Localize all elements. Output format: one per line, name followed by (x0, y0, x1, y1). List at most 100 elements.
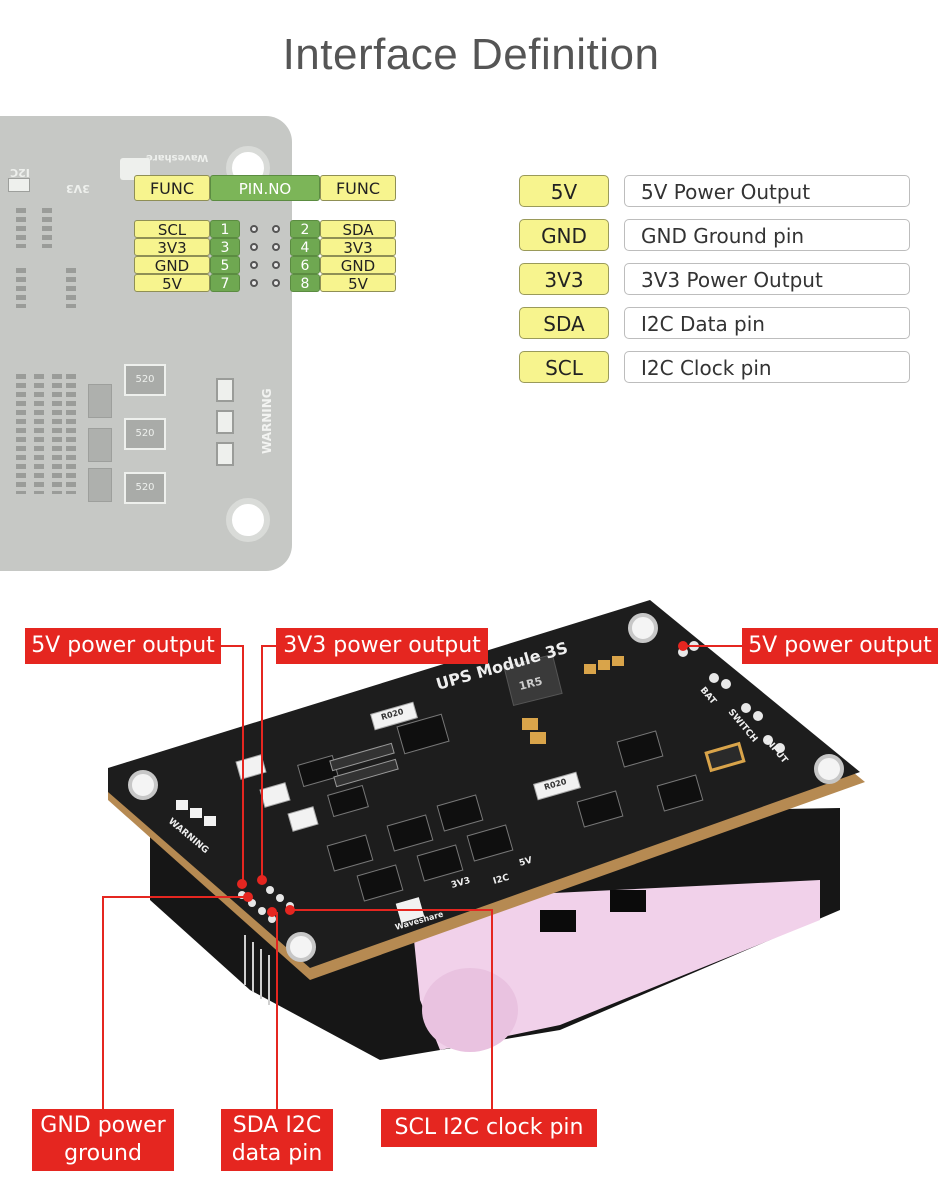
ic-chip (326, 834, 374, 872)
pin-hole-icon (272, 243, 280, 251)
pin-number-left: 5 (210, 256, 240, 274)
ic-chip (386, 814, 434, 852)
pin-hole-icon (272, 279, 280, 287)
pin-header (333, 758, 399, 788)
capacitor (598, 660, 610, 670)
warning-led (176, 800, 188, 810)
pin-number-left: 1 (210, 220, 240, 238)
smd-component: 520 (124, 418, 166, 450)
battery-end (422, 968, 518, 1052)
pin-func-right: GND (320, 256, 396, 275)
pin-head-func-left: FUNC (134, 175, 210, 201)
ic-chip (656, 774, 704, 812)
pad-column (16, 208, 26, 248)
callout-gnd: GND power ground (32, 1109, 174, 1171)
capacitor (704, 741, 746, 773)
legend-description: I2C Data pin (624, 307, 910, 339)
pad-column (66, 268, 76, 308)
callout-5v-power-left: 5V power output (25, 628, 221, 664)
pogo-pin (775, 743, 785, 753)
chip (8, 178, 30, 192)
pcb-surface (108, 600, 860, 968)
callout-dot-sda (267, 907, 277, 917)
pin-hole-icon (250, 243, 258, 251)
header-pin (268, 915, 276, 923)
pin-number-right: 6 (290, 256, 320, 274)
ic-chip (327, 784, 369, 818)
pad-column (16, 374, 26, 494)
ic-chip (466, 824, 514, 862)
holder-clip (540, 910, 576, 932)
warning-led (216, 410, 234, 434)
pogo-pin (709, 673, 719, 683)
capacitor (530, 732, 546, 744)
mount-hole (286, 932, 316, 962)
inductor (503, 653, 563, 707)
pin-func-left: GND (134, 256, 210, 275)
ic-chip (356, 864, 404, 902)
pin-number-right: 8 (290, 274, 320, 292)
legend-key: SCL (519, 351, 609, 383)
legend-description: 3V3 Power Output (624, 263, 910, 295)
callout-text: SCL I2C clock pin (394, 1115, 584, 1140)
pin-header (329, 742, 395, 772)
pogo-pin (741, 703, 751, 713)
callout-scl: SCL I2C clock pin (381, 1109, 597, 1147)
capacitor (584, 664, 596, 674)
pin-func-right: SDA (320, 220, 396, 239)
pin-number-left: 7 (210, 274, 240, 292)
pin-number-right: 2 (290, 220, 320, 238)
callout-line-gnd (102, 896, 248, 1110)
pin-hole-icon (250, 225, 258, 233)
mount-hole (814, 754, 844, 784)
pin-number-left: 3 (210, 238, 240, 256)
smd-component (287, 806, 319, 832)
legend-key: GND (519, 219, 609, 251)
pin-hole-icon (250, 261, 258, 269)
legend-description: GND Ground pin (624, 219, 910, 251)
warning-led (216, 378, 234, 402)
pad-column (52, 374, 62, 494)
callout-text: GND power (40, 1113, 166, 1138)
mount-hole (128, 770, 158, 800)
pad-column (66, 374, 76, 494)
callout-text: SDA I2C (232, 1113, 322, 1138)
pin-hole-icon (272, 225, 280, 233)
pin-head-pin-no: PIN.NO (210, 175, 320, 201)
callout-text: data pin (231, 1141, 323, 1166)
pin-hole-icon (250, 279, 258, 287)
smd-component: 520 (124, 364, 166, 396)
callout-line-scl (290, 909, 493, 1110)
legend-description: I2C Clock pin (624, 351, 910, 383)
pad-column (42, 208, 52, 248)
header-pin (266, 886, 274, 894)
chip (88, 468, 112, 502)
inductor-label: 1R5 (518, 675, 544, 693)
pin-func-left: 3V3 (134, 238, 210, 257)
callout-5v-power-right: 5V power output (742, 628, 938, 664)
pin-func-left: SCL (134, 220, 210, 239)
ic-chip (576, 790, 624, 828)
smd-component: 520 (124, 472, 166, 504)
pin-head-func-right: FUNC (320, 175, 396, 201)
shunt-resistor (370, 701, 418, 731)
legend-key: 5V (519, 175, 609, 207)
callout-3v3-power: 3V3 power output (276, 628, 488, 664)
warning-led (190, 808, 202, 818)
legend-description: 5V Power Output (624, 175, 910, 207)
chip (88, 428, 112, 462)
page-title: Interface Definition (282, 30, 660, 79)
capacitor (612, 656, 624, 666)
pad-column (16, 268, 26, 308)
pogo-pin (721, 679, 731, 689)
pin-func-right: 5V (320, 274, 396, 293)
pad-column (34, 374, 44, 494)
pin-number-right: 4 (290, 238, 320, 256)
shunt-resistor (533, 771, 581, 801)
callout-line-5v-left (220, 645, 244, 884)
pin-hole-icon (272, 261, 280, 269)
header-pin (276, 894, 284, 902)
pin-func-right: 3V3 (320, 238, 396, 257)
header-pin (258, 907, 266, 915)
